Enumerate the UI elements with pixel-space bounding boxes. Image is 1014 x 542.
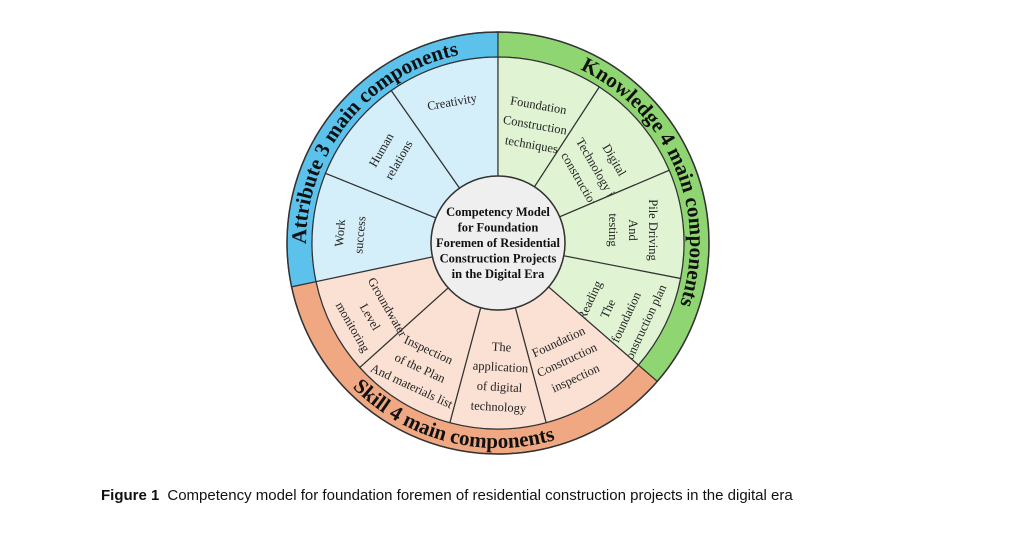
figure-caption: Figure 1 Competency model for foundation …	[101, 487, 793, 504]
center-title-line: Construction Projects	[440, 252, 557, 266]
segment-label: Pile Driving And testing	[606, 199, 660, 261]
center-title-line: Competency Model	[446, 205, 550, 219]
segment-label-line: And	[626, 219, 640, 241]
caption-label: Figure 1	[101, 487, 160, 504]
segment-label-line: testing	[606, 213, 620, 247]
segment-label-line: The	[491, 340, 512, 355]
segment-label-line: Work	[332, 218, 348, 247]
caption-text: Competency model for foundation foremen …	[167, 487, 793, 504]
segment-label-line: success	[351, 215, 368, 254]
center-title-line: for Foundation	[458, 221, 539, 235]
segment-label: The application of digital technology	[470, 339, 530, 416]
center-title-line: in the Digital Era	[452, 267, 545, 281]
segment-label-line: application	[472, 359, 529, 376]
segment-label-line: Pile Driving	[646, 199, 660, 261]
outer-border	[286, 31, 710, 455]
segment-label-line: of digital	[476, 379, 523, 395]
center-title-line: Foremen of Residential	[436, 236, 561, 250]
segment-label-line: technology	[470, 399, 527, 416]
